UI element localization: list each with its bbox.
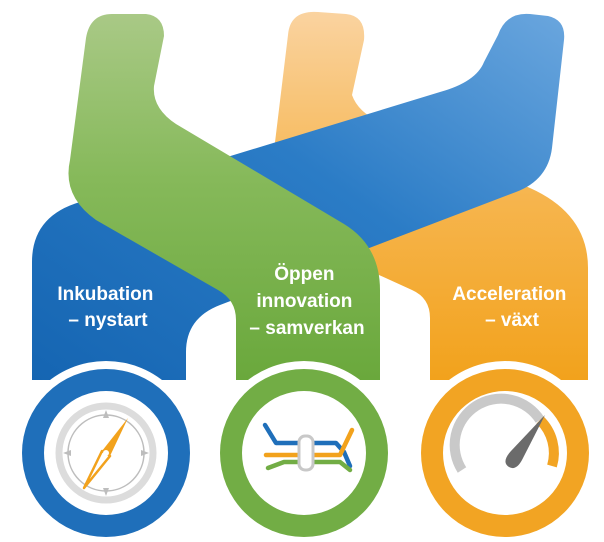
compass-badge [14, 361, 198, 542]
transit-map-icon [262, 422, 355, 473]
inkubation-label: Inkubation – nystart [57, 284, 158, 331]
speedometer-badge [413, 361, 597, 542]
acceleration-label: Acceleration – växt [452, 284, 571, 331]
compass-icon [55, 402, 157, 504]
oppen-innovation-label: Öppen innovation – samverkan [249, 264, 364, 339]
transit-badge [212, 361, 396, 542]
green-band [68, 14, 380, 380]
speedometer-icon [449, 393, 559, 473]
